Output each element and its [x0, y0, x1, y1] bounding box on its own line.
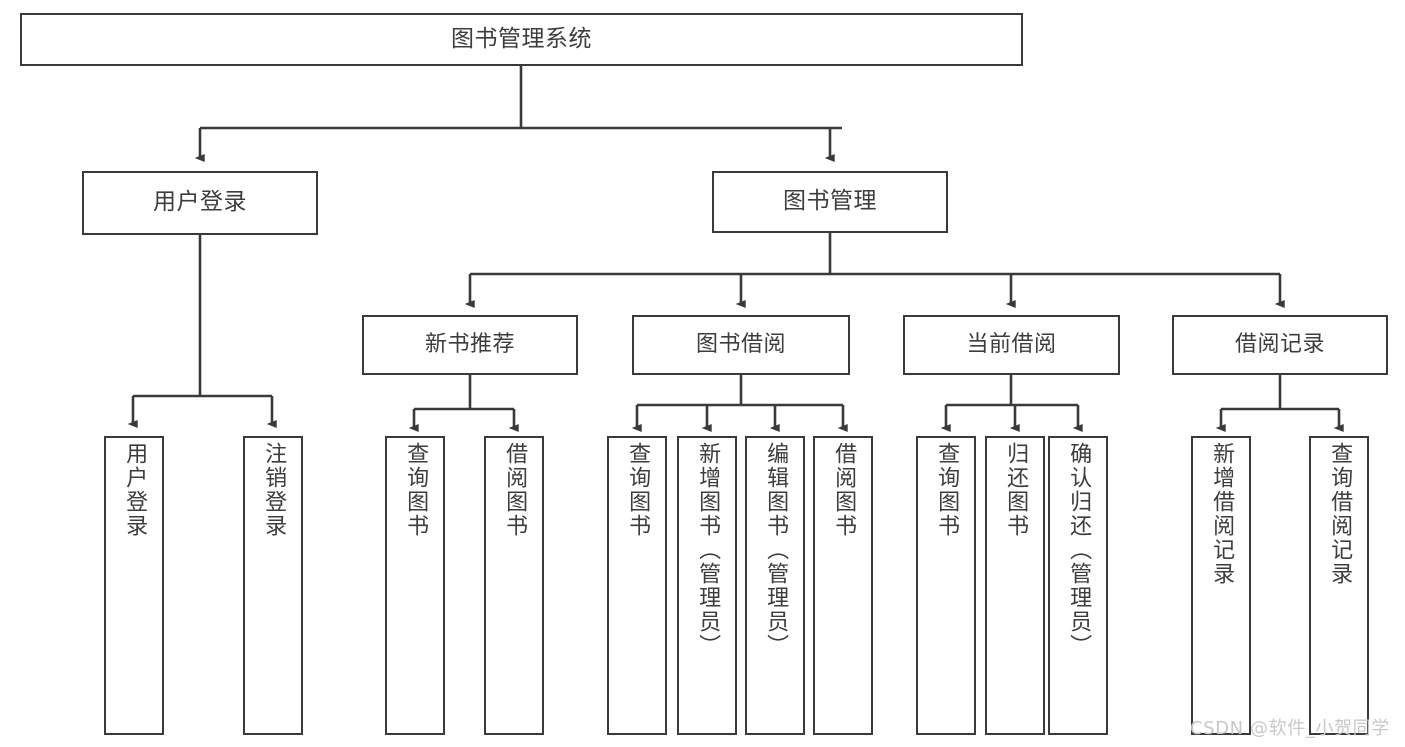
node-leaf-add-borrow-record[interactable]: 新增借阅记录 — [1191, 436, 1251, 735]
node-leaf-edit-book-admin-label: 编辑图书（管理员） — [763, 442, 789, 658]
node-leaf-add-borrow-record-label: 新增借阅记录 — [1209, 442, 1235, 586]
node-leaf-return-book-label: 归还图书 — [1003, 442, 1029, 538]
node-borrow-records[interactable]: 借阅记录 — [1172, 315, 1388, 375]
node-leaf-add-book-admin[interactable]: 新增图书（管理员） — [677, 436, 737, 735]
node-leaf-query-books-borrow-label: 查询图书 — [625, 442, 651, 538]
node-leaf-query-books-current[interactable]: 查询图书 — [916, 436, 976, 735]
node-book-management-label: 图书管理 — [783, 188, 877, 215]
node-leaf-borrow-books-new-label: 借阅图书 — [502, 442, 528, 538]
csdn-watermark: CSDN @软件_小贺同学 — [1190, 718, 1390, 739]
node-book-borrow[interactable]: 图书借阅 — [632, 315, 850, 375]
node-new-book-recommend-label: 新书推荐 — [424, 331, 515, 357]
node-leaf-query-borrow-record-label: 查询借阅记录 — [1327, 442, 1353, 586]
node-leaf-query-books-new[interactable]: 查询图书 — [385, 436, 445, 735]
node-root-book-management-system[interactable]: 图书管理系统 — [20, 13, 1023, 66]
node-leaf-query-books-new-label: 查询图书 — [403, 442, 429, 538]
node-leaf-logout-label: 注销登录 — [261, 442, 287, 538]
node-leaf-borrow-book[interactable]: 借阅图书 — [813, 436, 873, 735]
node-leaf-borrow-book-label: 借阅图书 — [831, 442, 857, 538]
node-leaf-query-borrow-record[interactable]: 查询借阅记录 — [1309, 436, 1369, 735]
node-user-login[interactable]: 用户登录 — [82, 171, 318, 235]
node-leaf-confirm-return-admin-label: 确认归还（管理员） — [1066, 442, 1092, 658]
node-current-borrow-label: 当前借阅 — [966, 331, 1057, 357]
node-leaf-logout[interactable]: 注销登录 — [243, 436, 303, 735]
node-leaf-add-book-admin-label: 新增图书（管理员） — [695, 442, 721, 658]
node-book-borrow-label: 图书借阅 — [695, 331, 786, 357]
node-leaf-user-login-label: 用户登录 — [122, 442, 148, 538]
node-borrow-records-label: 借阅记录 — [1234, 331, 1325, 357]
node-leaf-query-books-current-label: 查询图书 — [934, 442, 960, 538]
node-current-borrow[interactable]: 当前借阅 — [903, 315, 1120, 375]
node-leaf-confirm-return-admin[interactable]: 确认归还（管理员） — [1048, 436, 1108, 735]
node-leaf-query-books-borrow[interactable]: 查询图书 — [607, 436, 667, 735]
node-root-label: 图书管理系统 — [451, 25, 592, 52]
node-new-book-recommend[interactable]: 新书推荐 — [362, 315, 578, 375]
node-book-management[interactable]: 图书管理 — [712, 171, 948, 233]
node-leaf-user-login[interactable]: 用户登录 — [104, 436, 164, 735]
node-leaf-edit-book-admin[interactable]: 编辑图书（管理员） — [745, 436, 805, 735]
node-user-login-label: 用户登录 — [153, 189, 247, 216]
node-leaf-return-book[interactable]: 归还图书 — [985, 436, 1045, 735]
node-leaf-borrow-books-new[interactable]: 借阅图书 — [484, 436, 544, 735]
